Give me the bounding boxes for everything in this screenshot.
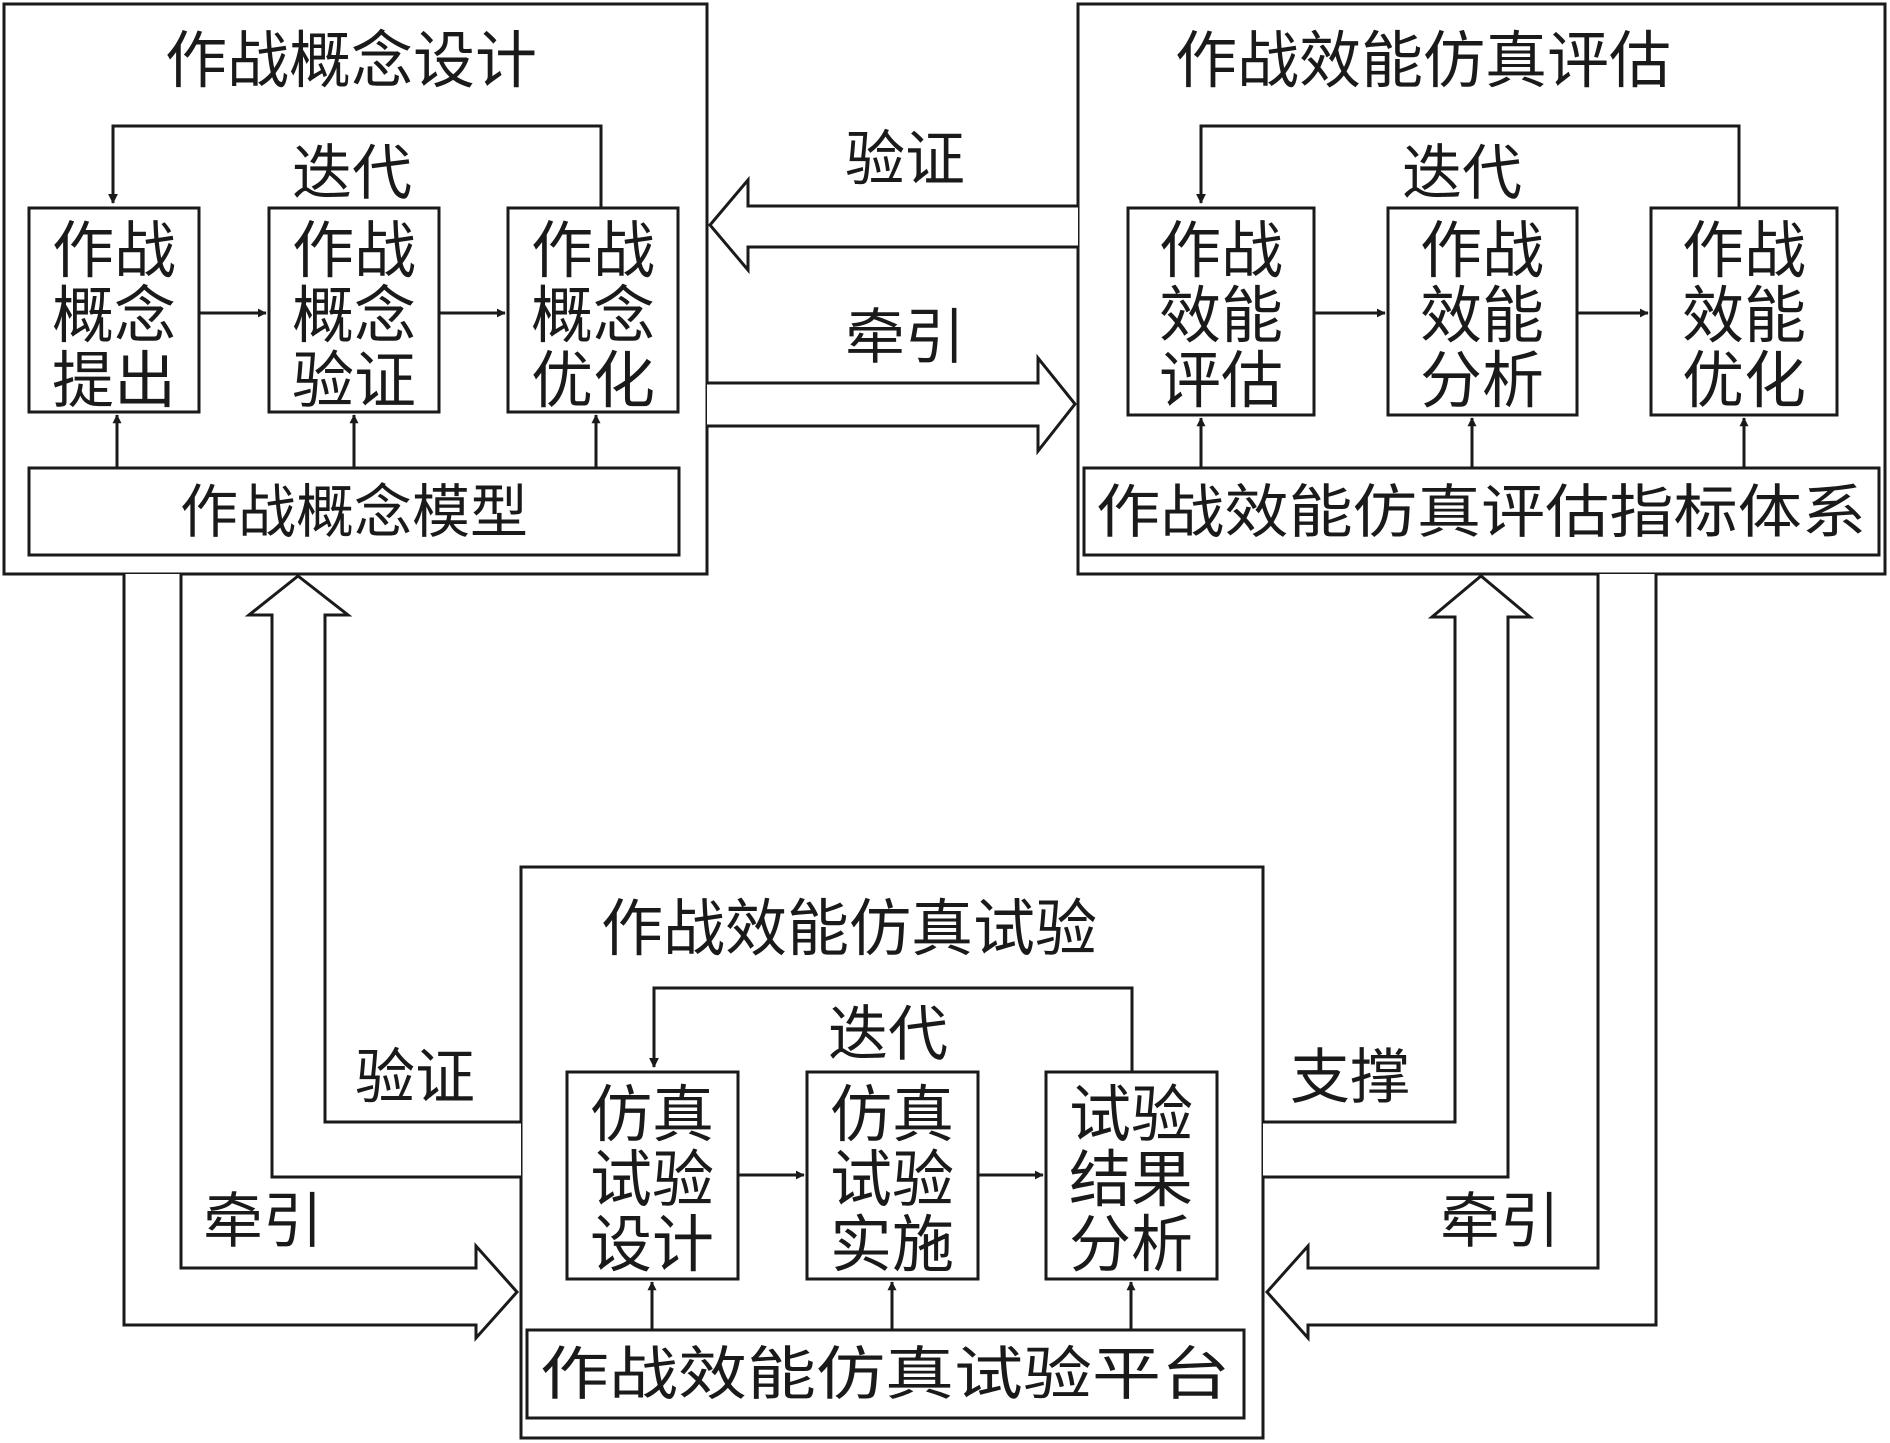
concept-step-optimize-line2: 概念: [531, 279, 655, 352]
concept-to-eval-guide-label: 牵引: [845, 303, 965, 373]
exp-to-eval-support-label: 支撑: [1290, 1043, 1410, 1113]
evaluation-step-analyze: 作战 效能 分析: [1386, 206, 1579, 417]
experiment-platform-label: 作战效能仿真试验平台: [540, 1340, 1230, 1408]
experiment-iterate-label: 迭代: [828, 1000, 948, 1070]
experiment-step-implement: 仿真 试验 实施: [805, 1070, 980, 1281]
exp-to-eval-support-arrow: [1263, 574, 1535, 1179]
experiment-step-implement-line3: 实施: [830, 1208, 954, 1281]
concept-step-propose-line2: 概念: [52, 279, 176, 352]
experiment-step-implement-line1: 仿真: [830, 1078, 954, 1151]
eval-to-concept-verify-arrow: [708, 175, 1078, 275]
evaluation-index-label: 作战效能仿真评估指标体系: [1096, 478, 1866, 546]
experiment-iterate-loop: [649, 986, 1134, 1072]
evaluation-module: 作战效能仿真评估 迭代 作战 效能 评估 作战 效能 分析 作战 效能 优化 作…: [1076, 2, 1887, 576]
evaluation-step-assess-line3: 评估: [1159, 344, 1283, 417]
eval-to-exp-guide-label: 牵引: [1440, 1187, 1560, 1257]
evaluation-title: 作战效能仿真评估: [1175, 24, 1671, 97]
evaluation-iterate-label: 迭代: [1402, 139, 1522, 209]
evaluation-step-optimize-line2: 效能: [1682, 279, 1806, 352]
concept-step-propose: 作战 概念 提出: [27, 206, 201, 417]
experiment-title: 作战效能仿真试验: [601, 892, 1097, 965]
exp-to-concept-verify-label: 验证: [355, 1043, 475, 1113]
experiment-step-analyze-line1: 试验: [1069, 1078, 1193, 1151]
evaluation-iterate-loop: [1196, 124, 1741, 208]
evaluation-step-assess-line1: 作战: [1159, 214, 1283, 287]
concept-to-exp-guide-arrow: [122, 574, 520, 1342]
experiment-step-design-line2: 试验: [590, 1143, 714, 1216]
evaluation-step-assess-line2: 效能: [1159, 279, 1283, 352]
concept-step-verify-line3: 验证: [292, 344, 416, 417]
experiment-step-design-line1: 仿真: [590, 1078, 714, 1151]
concept-step-verify-line1: 作战: [292, 214, 416, 287]
concept-design-module: 作战概念设计 迭代 作战 概念 提出 作战 概念 验证 作战 概念 优化 作战概…: [2, 2, 709, 576]
eval-to-exp-guide-arrow: [1264, 574, 1658, 1342]
concept-step-propose-line1: 作战: [52, 214, 176, 287]
evaluation-step-optimize-line1: 作战: [1682, 214, 1806, 287]
concept-step-verify-line2: 概念: [292, 279, 416, 352]
concept-step-propose-line3: 提出: [52, 344, 176, 417]
evaluation-step-analyze-line2: 效能: [1420, 279, 1544, 352]
concept-iterate-label: 迭代: [292, 139, 412, 209]
concept-step-optimize: 作战 概念 优化: [506, 206, 680, 417]
experiment-module: 作战效能仿真试验 迭代 仿真 试验 设计 仿真 试验 实施 试验 结果 分析 作…: [519, 865, 1265, 1440]
experiment-platform-box: [525, 1328, 1246, 1420]
eval-to-concept-verify-label: 验证: [845, 125, 965, 195]
concept-to-exp-guide-label: 牵引: [203, 1187, 323, 1257]
concept-step-optimize-line1: 作战: [531, 214, 655, 287]
concept-model-box: [27, 466, 681, 557]
evaluation-step-assess: 作战 效能 评估: [1126, 206, 1316, 417]
experiment-step-design-line3: 设计: [590, 1208, 714, 1281]
experiment-step-analyze: 试验 结果 分析: [1044, 1070, 1219, 1281]
evaluation-step-analyze-line3: 分析: [1420, 344, 1544, 417]
exp-to-concept-verify-arrow: [244, 574, 521, 1179]
evaluation-index-box: [1082, 466, 1881, 557]
concept-to-eval-guide-arrow: [707, 353, 1077, 456]
experiment-step-analyze-line3: 分析: [1069, 1208, 1193, 1281]
evaluation-step-analyze-line1: 作战: [1420, 214, 1544, 287]
concept-iterate-loop: [108, 124, 603, 208]
concept-design-title: 作战概念设计: [165, 24, 537, 97]
concept-step-optimize-line3: 优化: [531, 344, 655, 417]
evaluation-step-optimize-line3: 优化: [1682, 344, 1806, 417]
concept-step-verify: 作战 概念 验证: [267, 206, 441, 417]
experiment-step-implement-line2: 试验: [830, 1143, 954, 1216]
experiment-step-design: 仿真 试验 设计: [565, 1070, 740, 1281]
experiment-step-analyze-line2: 结果: [1069, 1143, 1193, 1216]
concept-model-label: 作战概念模型: [180, 478, 528, 546]
evaluation-step-optimize: 作战 效能 优化: [1649, 206, 1839, 417]
